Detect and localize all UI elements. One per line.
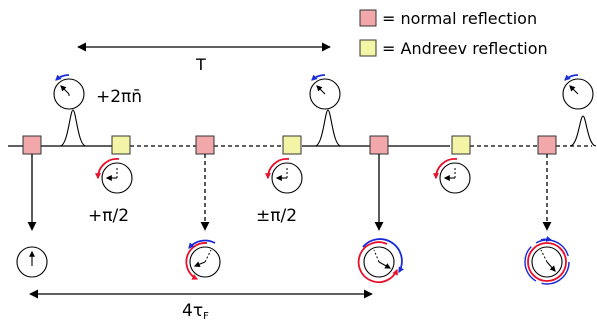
phase-label-half-pi: +π/2 [88, 206, 129, 226]
accumulated-phase-clock [16, 246, 48, 278]
andreev-reflection-box [111, 135, 131, 155]
normal-reflection-box [195, 135, 215, 155]
reflection-boxes [22, 135, 557, 155]
normal-reflection-box [369, 135, 389, 155]
time-4tau-subscript: F [203, 311, 209, 320]
andreev-reflection-box [451, 135, 471, 155]
legend: = normal reflection = Andreev reflection [359, 9, 548, 58]
normal-reflection-box [22, 135, 42, 155]
phase-clock [53, 74, 85, 110]
pulse-1 [59, 109, 87, 147]
legend-normal-label: = normal reflection [382, 9, 537, 28]
phase-clock [94, 158, 133, 194]
legend-normal-swatch [359, 9, 377, 27]
down-arrows [27, 154, 552, 231]
time-4tau-base: 4τ [182, 301, 203, 320]
time-4tau-arrow: 4τF [29, 289, 373, 320]
normal-reflection-box [537, 135, 557, 155]
phase-clock [432, 158, 471, 194]
accumulated-phase-clock [185, 239, 221, 280]
andreev-reflection-box [282, 135, 302, 155]
period-arrow: T [77, 42, 331, 74]
accumulated-phase-clock [524, 235, 570, 285]
phase-label-2pi-n: +2πn̄ [96, 87, 142, 107]
legend-andreev-label: = Andreev reflection [382, 39, 548, 58]
phase-label-pm-half-pi: ±π/2 [256, 206, 297, 226]
time-4tau-label: 4τF [182, 301, 209, 320]
pulse-3 [569, 115, 597, 147]
pulse-2 [314, 109, 342, 147]
period-label: T [195, 55, 206, 74]
accumulated-phase-clock [357, 238, 404, 283]
phase-clock [309, 74, 341, 110]
legend-andreev-swatch [359, 39, 377, 57]
pulses [59, 109, 597, 147]
phase-clock [562, 74, 594, 110]
phase-clock [264, 158, 303, 194]
